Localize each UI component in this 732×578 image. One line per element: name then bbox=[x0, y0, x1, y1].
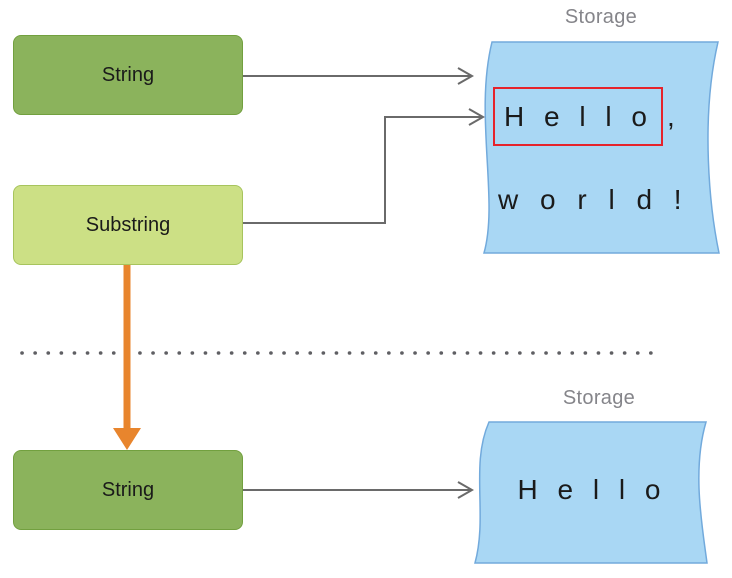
storage-label-top: Storage bbox=[564, 6, 638, 28]
substring-highlight-box: H e l l o bbox=[493, 87, 663, 146]
arrow-substring-to-storage bbox=[243, 108, 486, 224]
storage-shape-bottom bbox=[474, 421, 708, 564]
storage-shape-top bbox=[483, 41, 720, 254]
string-box-top: String bbox=[13, 35, 243, 115]
substring-box-label: Substring bbox=[85, 213, 171, 236]
string-box-bottom-label: String bbox=[101, 478, 155, 501]
arrow-string-to-storage bbox=[243, 67, 475, 85]
orange-conversion-arrow bbox=[113, 265, 141, 450]
storage-top-line1-comma: , bbox=[666, 100, 675, 132]
string-box-bottom: String bbox=[13, 450, 243, 530]
storage-top-line2: w o r l d ! bbox=[498, 184, 689, 215]
storage-label-bottom: Storage bbox=[562, 387, 636, 409]
substring-box: Substring bbox=[13, 185, 243, 265]
string-box-top-label: String bbox=[101, 63, 155, 86]
storage-bottom-line1: H e l l o bbox=[517, 474, 667, 505]
storage-top-line1: H e l l o , bbox=[493, 87, 675, 146]
arrow-bottomstring-to-storage bbox=[243, 481, 475, 499]
